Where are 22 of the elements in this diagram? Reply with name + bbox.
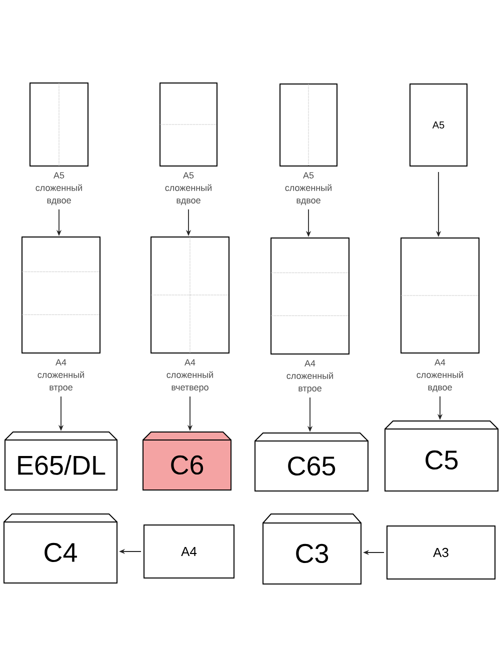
- envelope: C4: [4, 514, 118, 584]
- sheet-caption: A4 сложенный вчетверо: [166, 359, 213, 392]
- envelope: E65/DL: [4, 432, 118, 490]
- paper-sheet: A3: [386, 526, 496, 580]
- sheet-caption: A5 сложенный вдвое: [36, 172, 82, 206]
- sheet-caption: A4 сложенный втрое: [286, 360, 333, 394]
- sheet-caption: A4 сложенный втрое: [38, 359, 84, 392]
- paper-sheet: A5: [410, 84, 468, 166]
- envelope: C5: [384, 420, 498, 492]
- sheet-caption: A4 сложенный вдвое: [416, 359, 463, 392]
- sheet-caption: A5 сложенный вдвое: [285, 172, 332, 206]
- paper-sheet: [160, 82, 218, 166]
- paper-sheet: [280, 84, 338, 166]
- paper-sheet: [270, 238, 350, 354]
- paper-sheet: [30, 82, 88, 166]
- envelope: C65: [254, 432, 368, 492]
- paper-sheet: [400, 238, 480, 354]
- sheet-caption: A5 сложенный вдвое: [165, 172, 212, 206]
- paper-sheet: [22, 236, 100, 354]
- paper-sheet: A4: [144, 524, 234, 578]
- paper-sheet: [150, 236, 230, 354]
- envelope: C3: [262, 514, 362, 584]
